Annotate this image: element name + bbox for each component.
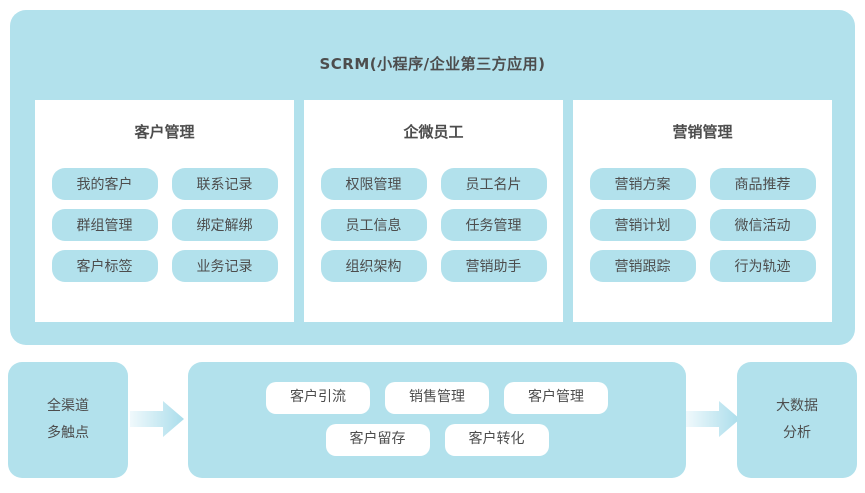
panel-marketing-management: 营销管理 营销方案 商品推荐 营销计划 微信活动 营销跟踪 行为轨迹 [573,100,832,322]
panel-title: 营销管理 [672,123,733,141]
feature-chip: 群组管理 [51,209,158,241]
feature-chip: 我的客户 [51,168,158,200]
feature-chip: 绑定解绑 [171,209,278,241]
scrm-title: SCRM(小程序/企业第三方应用) [319,55,546,73]
flow-box-omnichannel: 全渠道 多触点 [8,362,128,478]
process-pill-row: 客户留存 客户转化 [188,424,686,456]
feature-chip: 商品推荐 [709,168,816,200]
feature-chip: 营销助手 [440,250,547,282]
scrm-panels: 客户管理 我的客户 联系记录 群组管理 绑定解绑 客户标签 业务记录 企微员工 … [35,100,832,322]
flow-box-label-line: 全渠道 [47,397,89,414]
feature-chip: 员工信息 [320,209,427,241]
process-pill: 客户留存 [325,424,430,456]
panel-grid: 营销方案 商品推荐 营销计划 微信活动 营销跟踪 行为轨迹 [589,168,816,282]
process-pill-row: 客户引流 销售管理 客户管理 [188,382,686,414]
flow-box-bigdata-analysis: 大数据 分析 [737,362,857,478]
scrm-container: SCRM(小程序/企业第三方应用) 客户管理 我的客户 联系记录 群组管理 绑定… [10,10,855,345]
feature-chip: 员工名片 [440,168,547,200]
feature-chip: 任务管理 [440,209,547,241]
panel-customer-management: 客户管理 我的客户 联系记录 群组管理 绑定解绑 客户标签 业务记录 [35,100,294,322]
feature-chip: 微信活动 [709,209,816,241]
feature-chip: 营销跟踪 [589,250,696,282]
flow-box-process: 客户引流 销售管理 客户管理 客户留存 客户转化 [188,362,686,478]
process-pill: 客户转化 [444,424,549,456]
feature-chip: 组织架构 [320,250,427,282]
process-pill: 客户引流 [266,382,370,414]
process-pill: 客户管理 [504,382,608,414]
flow-box-label-line: 分析 [783,425,811,441]
flow-box-label-line: 多触点 [47,425,89,441]
panel-title: 企微员工 [403,123,464,141]
panel-wecom-staff: 企微员工 权限管理 员工名片 员工信息 任务管理 组织架构 营销助手 [304,100,563,322]
feature-chip: 营销计划 [589,209,696,241]
arrow-right-icon [686,401,740,437]
flow-box-label-line: 大数据 [776,397,818,414]
process-pill: 销售管理 [385,382,489,414]
feature-chip: 行为轨迹 [709,250,816,282]
panel-grid: 权限管理 员工名片 员工信息 任务管理 组织架构 营销助手 [320,168,547,282]
feature-chip: 业务记录 [171,250,278,282]
feature-chip: 客户标签 [51,250,158,282]
panel-title: 客户管理 [134,123,195,141]
arrow-right-icon [130,401,184,437]
panel-grid: 我的客户 联系记录 群组管理 绑定解绑 客户标签 业务记录 [51,168,278,282]
feature-chip: 联系记录 [171,168,278,200]
feature-chip: 权限管理 [320,168,427,200]
feature-chip: 营销方案 [589,168,696,200]
